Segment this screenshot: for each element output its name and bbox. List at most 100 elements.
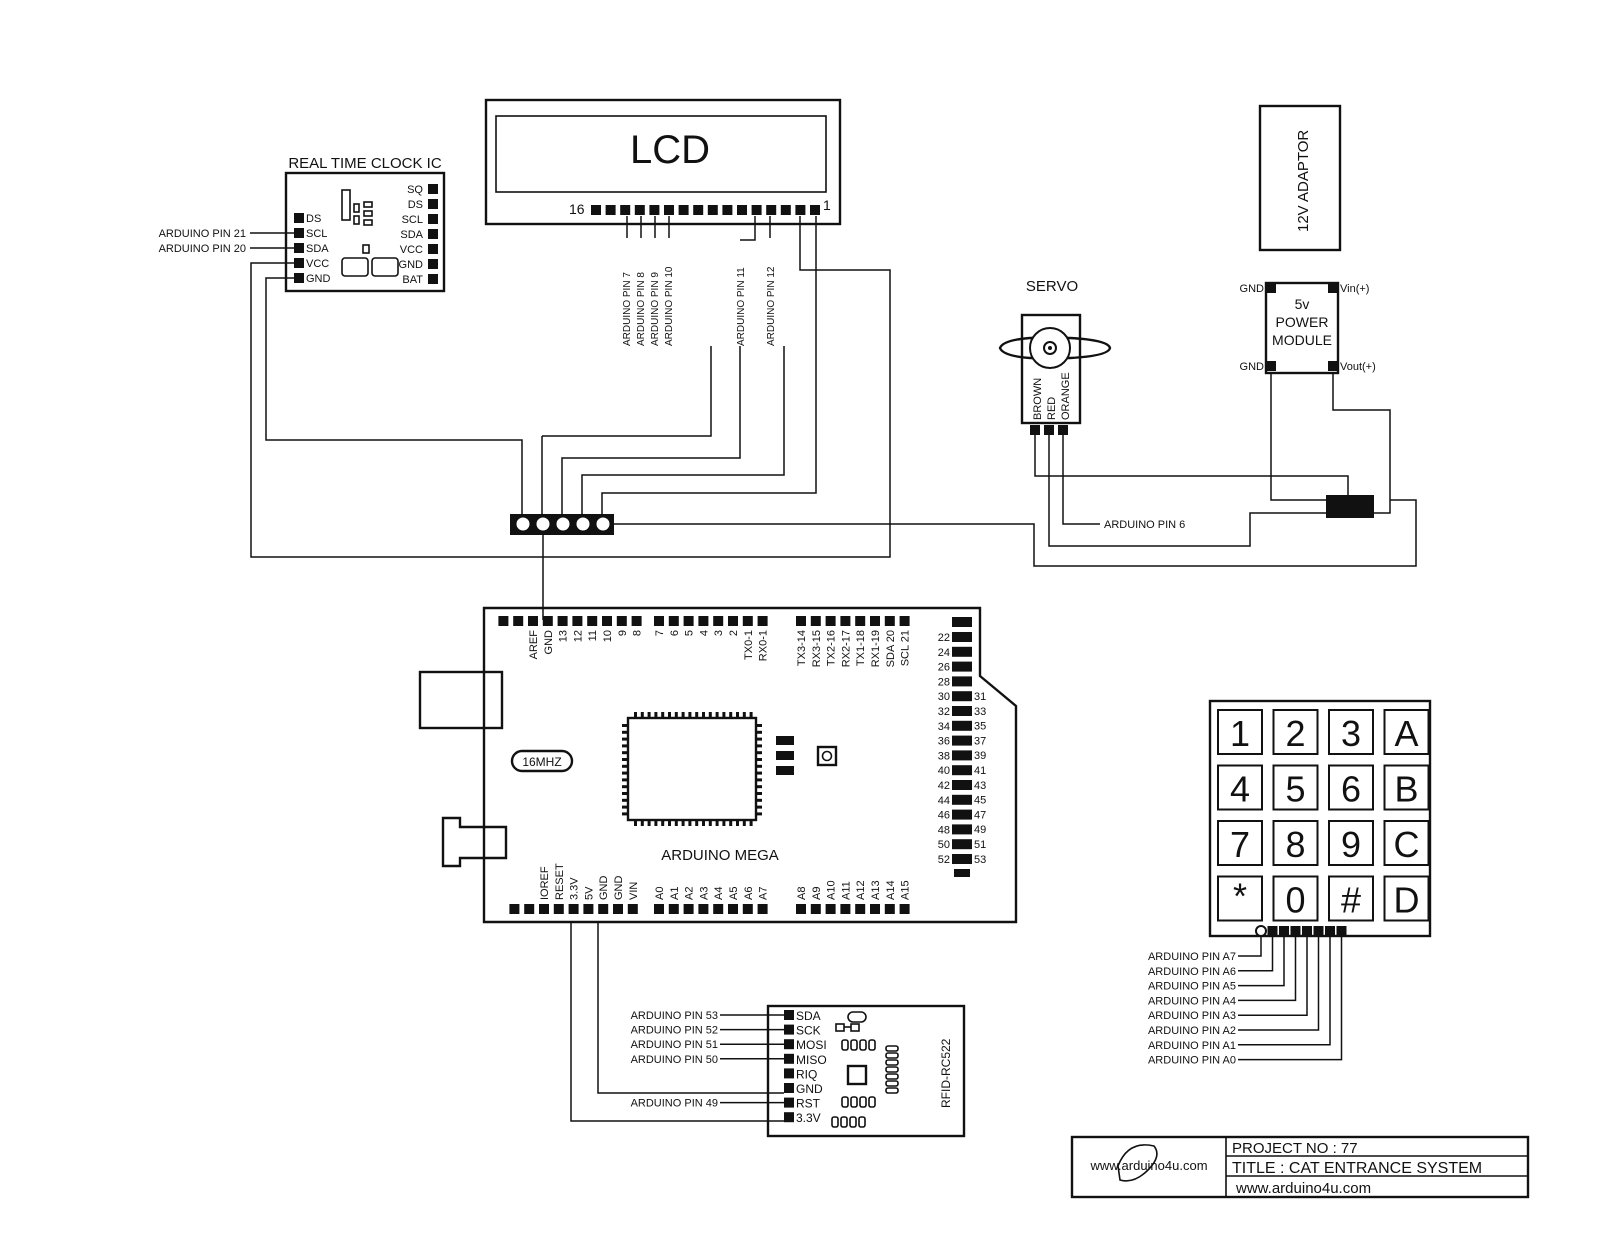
mega-right-label-even: 22 (938, 632, 950, 644)
rfid-component (859, 1096, 867, 1108)
chip-pin (708, 712, 712, 718)
lcd-label-pin10: ARDUINO PIN 10 (664, 266, 675, 346)
keypad-key-label: 9 (1341, 824, 1361, 865)
lcd-pin (634, 205, 645, 215)
lcd-label-pin7: ARDUINO PIN 7 (622, 272, 633, 346)
rfid-component (885, 1080, 899, 1087)
mega-power-pin (524, 904, 535, 914)
keypad-pin (1336, 926, 1347, 936)
mega-right-label-odd: 35 (974, 721, 986, 733)
usb-connector (418, 670, 504, 730)
mega-right-pin (952, 794, 962, 805)
rfid-pin-label: RIQ (796, 1067, 817, 1081)
chip-pin (736, 712, 739, 718)
keypad-key[interactable] (1328, 709, 1374, 755)
keypad-key-label: 0 (1285, 880, 1305, 921)
chip-pin (661, 712, 665, 718)
keypad-key[interactable] (1272, 709, 1319, 755)
mega-top-left-pin (631, 616, 642, 626)
mega-analog-high-label: A14 (885, 880, 897, 900)
mega-top-mid-label: RX0-1 (758, 630, 770, 661)
keypad-key[interactable] (1217, 709, 1263, 755)
lcd-label-pin11: ARDUINO PIN 11 (736, 267, 747, 346)
mega-analog-high-pin (870, 904, 880, 914)
keypad-key[interactable] (1272, 820, 1319, 866)
mega-right-label-even: 32 (938, 706, 950, 718)
rtc-right-pin (428, 199, 438, 209)
mega-right-pin (952, 617, 962, 627)
chip-pin (688, 712, 692, 718)
mega-power-pin (613, 904, 623, 914)
mega-top-right-label: TX3-14 (796, 630, 808, 666)
mega-analog-low-label: A0 (654, 887, 666, 900)
mega-analog-high-label: A9 (811, 887, 823, 900)
chip-pin (756, 751, 762, 755)
rtc-left-pin (294, 243, 304, 253)
rtc-right-pin-label: BAT (402, 274, 423, 286)
lcd-pin (664, 205, 674, 215)
keypad-key[interactable] (1383, 875, 1430, 922)
keypad-key[interactable] (1383, 764, 1430, 811)
keypad-key[interactable] (1272, 875, 1319, 922)
chip-pin (756, 764, 762, 768)
mega-analog-high-label: A15 (900, 880, 912, 900)
rfid-title: RFID-RC522 (939, 1038, 953, 1108)
keypad-arduino-label: ARDUINO PIN A7 (1148, 951, 1236, 963)
keypad-key[interactable] (1328, 764, 1374, 811)
rfid-arduino-label: ARDUINO PIN 50 (631, 1054, 718, 1066)
rtc-title: REAL TIME CLOCK IC (288, 155, 442, 172)
mega-top-right-label: RX1-19 (870, 630, 882, 667)
mega-right-pin (962, 646, 972, 657)
keypad-key-label: A (1394, 713, 1418, 754)
mega-power-pin (553, 904, 564, 914)
chip-pin (756, 758, 762, 761)
mcu-chip (626, 716, 758, 822)
mega-right-label-even: 28 (938, 676, 950, 688)
chip-pin (729, 712, 733, 718)
keypad-key[interactable] (1272, 764, 1319, 811)
keypad-key[interactable] (1217, 764, 1263, 811)
reset-button (816, 745, 838, 767)
mega-power-pin (568, 904, 579, 914)
mega-right-label-even: 48 (938, 824, 950, 836)
mega-power-label: GND (613, 876, 625, 901)
keypad-key[interactable] (1217, 820, 1263, 866)
servo-wire-brown: BROWN (1032, 378, 1044, 420)
keypad-key[interactable] (1383, 820, 1430, 866)
chip-pin (622, 764, 628, 768)
mega-top-left-pin (587, 616, 598, 626)
mega-right-pin (962, 676, 972, 687)
mega-analog-low-label: A1 (669, 887, 681, 900)
rfid-pin (784, 1097, 794, 1108)
project-title: TITLE : CAT ENTRANCE SYSTEM (1232, 1160, 1482, 1177)
chip-pin (736, 820, 739, 826)
mega-right-label-odd: 51 (974, 839, 986, 851)
mcu-pins (622, 712, 762, 826)
rfid-pin-label: SCK (796, 1024, 821, 1038)
keypad-key[interactable] (1328, 820, 1374, 866)
rfid-component (868, 1096, 876, 1108)
chip-pin (688, 820, 692, 826)
chip-pin (622, 751, 628, 755)
mega-right-pin (962, 632, 972, 642)
mega-right-label-even: 46 (938, 810, 950, 822)
keypad-key-label: * (1233, 876, 1247, 917)
servo-motor: SERVO BROWN RED ORANGE (998, 278, 1112, 435)
power-vout: Vout(+) (1340, 361, 1376, 373)
lcd-title: LCD (630, 128, 710, 172)
chip-pin (622, 744, 628, 748)
keypad-key[interactable] (1217, 875, 1263, 922)
chip-pin (640, 712, 644, 718)
mega-right-pin (952, 824, 962, 835)
keypad-key[interactable] (1383, 709, 1430, 755)
mega-right-label-odd: 45 (974, 795, 986, 807)
mega-top-left-pin (528, 616, 538, 626)
mega-right-headers: 2224262830323436384042444648505231333537… (938, 617, 986, 877)
title-block: www.arduino4u.com PROJECT NO : 77 TITLE … (1070, 1135, 1530, 1199)
keypad-key[interactable] (1328, 875, 1374, 922)
